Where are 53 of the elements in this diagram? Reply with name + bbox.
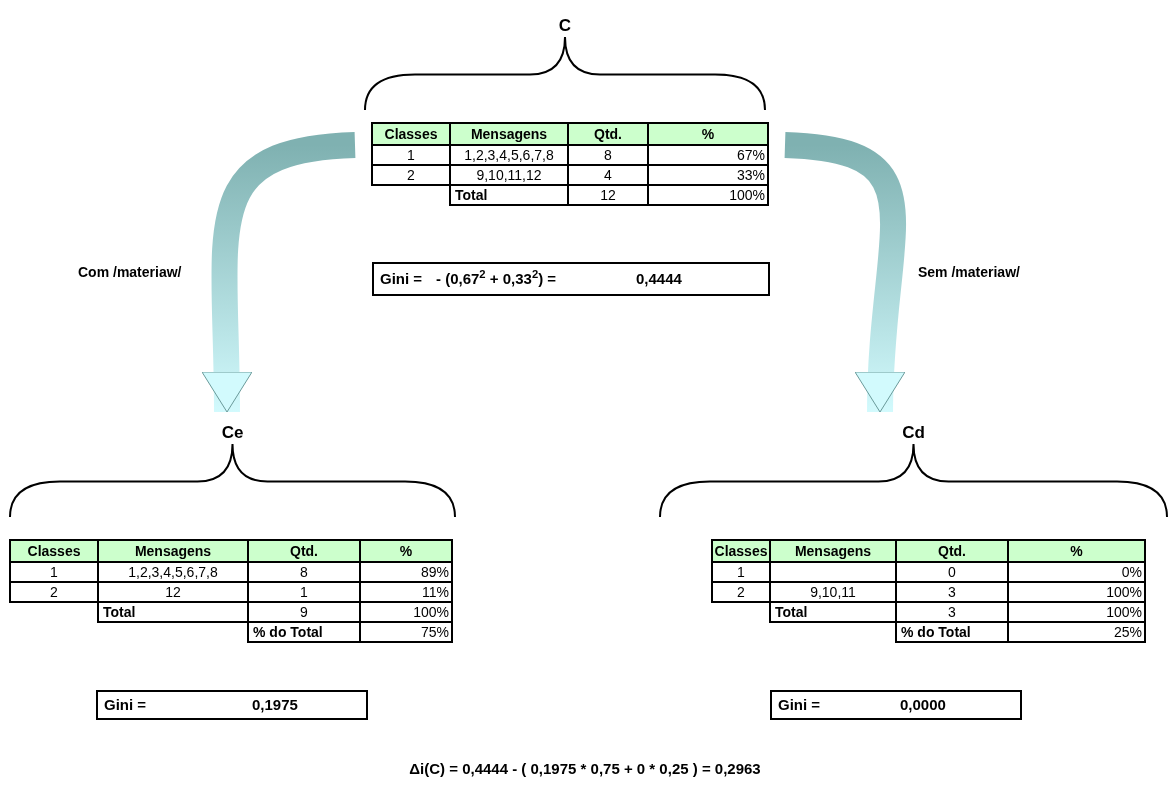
result-box — [372, 262, 770, 296]
table-value: 3 — [896, 602, 1008, 622]
table-value: 3 — [896, 582, 1008, 602]
column-header: Mensagens — [98, 540, 248, 562]
percent-value: 75% — [360, 622, 452, 642]
column-header: Qtd. — [896, 540, 1008, 562]
percent-value: 67% — [648, 145, 768, 165]
table-value: 1 — [372, 145, 450, 165]
column-header: % — [648, 123, 768, 145]
table-value: 1,2,3,4,5,6,7,8 — [98, 562, 248, 582]
table-value: 1 — [712, 562, 770, 582]
table-value: 1,2,3,4,5,6,7,8 — [450, 145, 568, 165]
column-header: % — [360, 540, 452, 562]
table-value: 12 — [98, 582, 248, 602]
table-value: 12 — [568, 185, 648, 205]
table-value: 1 — [248, 582, 360, 602]
result-box — [96, 690, 368, 720]
percent-value: 100% — [648, 185, 768, 205]
group-heading: C — [558, 15, 572, 37]
column-header: Mensagens — [450, 123, 568, 145]
table-value: 9 — [248, 602, 360, 622]
percent-value: 100% — [1008, 582, 1145, 602]
result-value: 0,1975 — [252, 694, 298, 715]
percent-value: 0% — [1008, 562, 1145, 582]
curved-arrow — [201, 132, 356, 413]
result-label: Gini = — [104, 694, 147, 715]
column-header: % — [1008, 540, 1145, 562]
table-value: 4 — [568, 165, 648, 185]
table-value: 2 — [10, 582, 98, 602]
column-header: Qtd. — [248, 540, 360, 562]
result-value: 0,0000 — [900, 694, 946, 715]
result-value: 0,4444 — [636, 268, 682, 289]
formula-text: - (0,67$^{2}$ + 0,33$^{2}$) = — [436, 267, 557, 289]
formula-text: Δi(C) = 0,4444 - ( 0,1975 * 0,75 + 0 * 0,25 ) = 0,2963 — [409, 759, 761, 779]
table-value: 9,10,11 — [770, 582, 896, 602]
result-box — [770, 690, 1022, 720]
table-value: 8 — [568, 145, 648, 165]
column-header: Mensagens — [770, 540, 896, 562]
table-value: 8 — [248, 562, 360, 582]
table-value: 2 — [372, 165, 450, 185]
table-value: 9,10,11,12 — [450, 165, 568, 185]
table-value: 1 — [10, 562, 98, 582]
percent-value: 89% — [360, 562, 452, 582]
column-header: Qtd. — [568, 123, 648, 145]
table-value: 2 — [712, 582, 770, 602]
result-label: Gini = — [380, 268, 423, 289]
percent-value: 11% — [360, 582, 452, 602]
group-heading: Ce — [221, 422, 244, 444]
percent-value: 33% — [648, 165, 768, 185]
group-heading: Cd — [902, 422, 925, 444]
result-label: Gini = — [778, 694, 821, 715]
percent-value: 100% — [360, 602, 452, 622]
table-value: 0 — [896, 562, 1008, 582]
